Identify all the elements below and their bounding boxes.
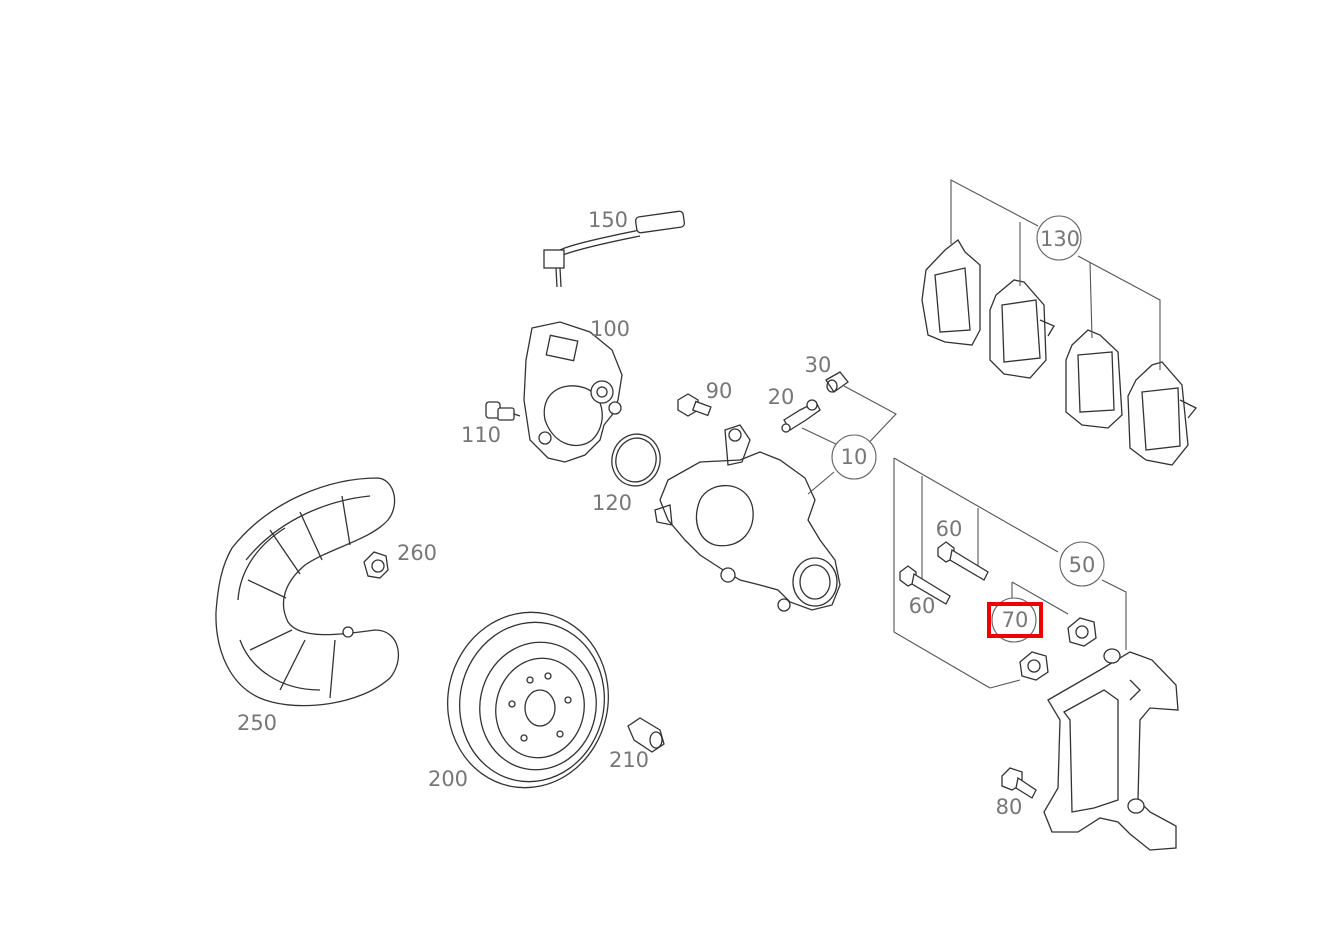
part-50-caliper-carrier[interactable] (1043, 648, 1179, 851)
label-20[interactable]: 20 (768, 385, 795, 409)
label-100[interactable]: 100 (590, 317, 630, 341)
part-120-seal-ring[interactable] (606, 429, 666, 492)
callout-circle-10 (831, 434, 877, 480)
label-200[interactable]: 200 (428, 767, 468, 791)
label-60-lower[interactable]: 60 (909, 594, 936, 618)
label-260[interactable]: 260 (397, 541, 437, 565)
part-200-brake-disc[interactable] (431, 597, 624, 802)
part-70-nut-lower[interactable] (1019, 651, 1049, 681)
part-10-caliper[interactable] (654, 424, 841, 612)
part-30-cap[interactable] (825, 371, 849, 393)
part-80-bolt[interactable] (1001, 767, 1037, 799)
leaders-10 (801, 385, 897, 495)
label-50[interactable]: 50 (1069, 553, 1096, 577)
label-80[interactable]: 80 (996, 795, 1023, 819)
label-70[interactable]: 70 (1002, 608, 1029, 632)
label-30[interactable]: 30 (805, 353, 832, 377)
label-150[interactable]: 150 (588, 208, 628, 232)
label-110[interactable]: 110 (461, 423, 501, 447)
part-260-bolt[interactable] (363, 551, 389, 579)
callout-circle-50 (1059, 541, 1105, 587)
part-20-bleeder[interactable] (781, 399, 821, 433)
label-60-upper[interactable]: 60 (936, 517, 963, 541)
part-60-bolt-lower[interactable] (899, 565, 951, 605)
callout-circle-70 (991, 597, 1037, 643)
highlight-box-70 (987, 602, 1043, 638)
part-150-wear-sensor[interactable] (543, 210, 686, 288)
leaders-50 (893, 457, 1127, 689)
part-130-brake-pads[interactable] (921, 239, 1198, 466)
label-210[interactable]: 210 (609, 748, 649, 772)
part-90-bolt[interactable] (677, 393, 712, 417)
label-90[interactable]: 90 (706, 379, 733, 403)
label-130[interactable]: 130 (1040, 227, 1080, 251)
part-210-screw[interactable] (627, 717, 665, 753)
leaders-130 (950, 179, 1161, 370)
callout-circle-130 (1036, 215, 1082, 261)
part-110-screw[interactable] (485, 401, 521, 421)
label-120[interactable]: 120 (592, 491, 632, 515)
part-70-nut-upper[interactable] (1067, 617, 1097, 647)
part-100-actuator[interactable] (523, 321, 623, 463)
label-250[interactable]: 250 (237, 711, 277, 735)
part-60-bolt-upper[interactable] (937, 541, 989, 581)
part-250-splash-shield[interactable] (215, 477, 399, 707)
label-10[interactable]: 10 (841, 445, 868, 469)
